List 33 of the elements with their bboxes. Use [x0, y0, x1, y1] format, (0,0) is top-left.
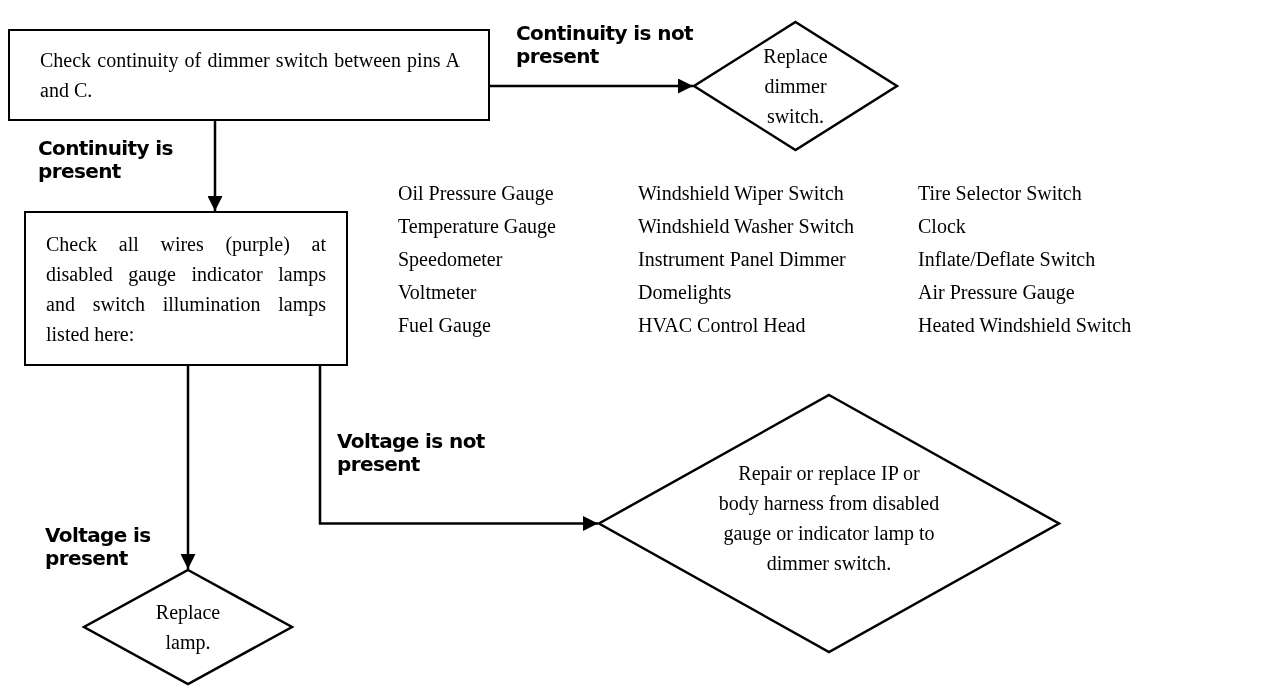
node-text: Repair or replace IP or body harness from disabled gauge or indicator lamp to dimmer switch.: [718, 460, 940, 576]
decision-diamond: [598, 394, 1060, 653]
list-item: Tire Selector Switch: [918, 181, 1083, 206]
list-item: Windshield Washer Switch: [638, 214, 856, 239]
edge-label: Continuity is not present: [516, 22, 695, 68]
node-text: Check all wires (purple) at disabled gauge indicator lamps and switch illumination lamps listed here:: [46, 231, 326, 347]
node-text: Replace dimmer switch.: [762, 44, 829, 129]
list-item: Fuel Gauge: [398, 313, 492, 338]
list-item: Speedometer: [398, 247, 504, 272]
node-text: Check continuity of dimmer switch between pins A and C.: [40, 48, 460, 103]
list-item: Oil Pressure Gauge: [398, 181, 555, 206]
list-item: Instrument Panel Dimmer: [638, 247, 847, 272]
list-item: Domelights: [638, 280, 733, 305]
process-box: [24, 211, 348, 366]
process-box: [8, 29, 490, 121]
node-text: Replace lamp.: [154, 600, 222, 656]
list-item: Air Pressure Gauge: [918, 280, 1076, 305]
edge-label: Continuity is present: [38, 137, 174, 183]
edge-label: Voltage is not present: [337, 430, 486, 476]
list-item: HVAC Control Head: [638, 313, 807, 338]
list-item: Windshield Wiper Switch: [638, 181, 845, 206]
decision-diamond: [693, 21, 898, 151]
arrow: [490, 78, 693, 94]
list-item: Heated Windshield Switch: [918, 313, 1132, 338]
list-item: Voltmeter: [398, 280, 478, 305]
arrow: [318, 366, 598, 531]
arrow: [180, 366, 196, 569]
list-item: Clock: [918, 214, 967, 239]
decision-diamond: [83, 569, 293, 685]
arrow: [207, 121, 223, 211]
edge-label: Voltage is present: [45, 524, 152, 570]
list-item: Inflate/Deflate Switch: [918, 247, 1097, 272]
list-item: Temperature Gauge: [398, 214, 557, 239]
